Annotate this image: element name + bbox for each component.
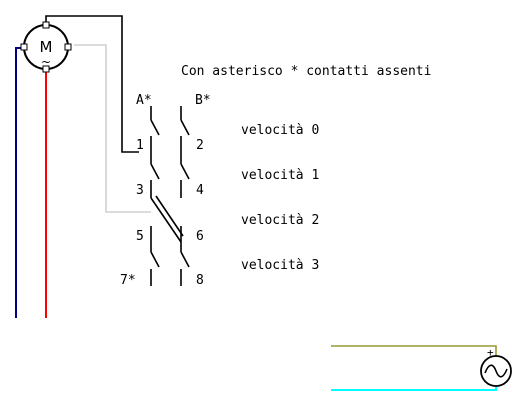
speed-label-3: velocità 3 bbox=[241, 258, 319, 273]
speed-label-1: velocità 1 bbox=[241, 168, 319, 183]
wire-blue bbox=[15, 47, 25, 318]
switch-column-right bbox=[180, 106, 190, 286]
wire-gray bbox=[74, 44, 151, 213]
ac-source-icon: + bbox=[480, 346, 512, 387]
terminal-4: 4 bbox=[196, 183, 204, 198]
terminal-7: 7* bbox=[120, 273, 136, 288]
ac-source-plus: + bbox=[487, 346, 494, 359]
wire-black bbox=[45, 15, 139, 153]
motor-sublabel: ~ bbox=[41, 55, 51, 69]
wire-cyan bbox=[331, 386, 497, 391]
speed-label-2: velocità 2 bbox=[241, 213, 319, 228]
terminal-2: 2 bbox=[196, 138, 204, 153]
legend-note: Con asterisco * contatti assenti bbox=[181, 64, 431, 79]
terminal-6: 6 bbox=[196, 229, 204, 244]
switch-column-left bbox=[150, 106, 184, 286]
terminal-8: 8 bbox=[196, 273, 204, 288]
speed-label-0: velocità 0 bbox=[241, 123, 319, 138]
motor-icon: M ~ bbox=[20, 21, 72, 73]
wire-olive bbox=[331, 345, 497, 356]
terminal-5: 5 bbox=[136, 229, 144, 244]
column-label-right: B* bbox=[195, 93, 211, 108]
column-label-left: A* bbox=[136, 93, 152, 108]
terminal-3: 3 bbox=[136, 183, 144, 198]
motor-label: M bbox=[40, 38, 53, 56]
terminal-1: 1 bbox=[136, 138, 144, 153]
